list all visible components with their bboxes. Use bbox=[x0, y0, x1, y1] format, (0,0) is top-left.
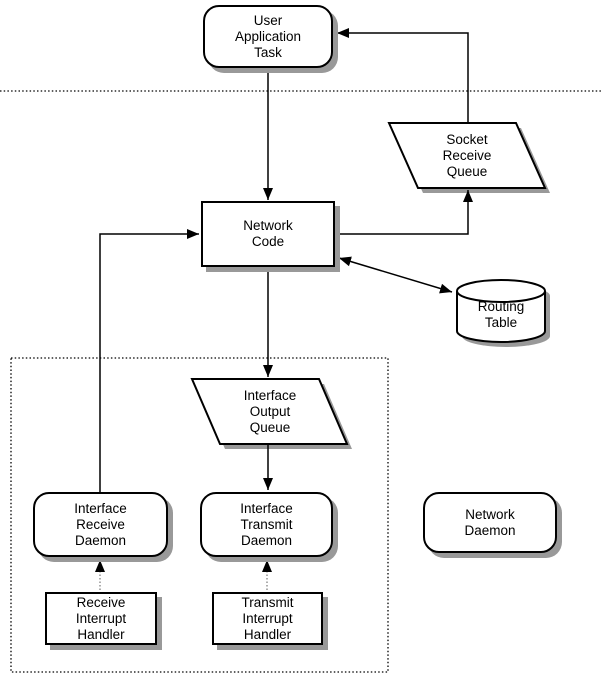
interface-output-queue-shape bbox=[190, 378, 349, 445]
transmit-interrupt-handler-label: Transmit Interrupt Handler bbox=[241, 594, 294, 642]
edge-network-code-routing-table-bidirectional bbox=[338, 256, 453, 294]
receive-interrupt-handler-label: Receive Interrupt Handler bbox=[75, 594, 127, 642]
node-interface-transmit-daemon: Interface Transmit Daemon bbox=[200, 492, 333, 557]
edge-socket-queue-to-user-task bbox=[337, 28, 469, 123]
routing-table-top bbox=[456, 279, 546, 303]
node-user-application-task: User Application Task bbox=[203, 5, 333, 68]
node-network-daemon: Network Daemon bbox=[423, 492, 557, 553]
node-network-code: Network Code bbox=[201, 201, 335, 267]
driver-boundary-box bbox=[10, 357, 389, 673]
routing-table-outline bbox=[456, 291, 546, 343]
network-daemon-label: Network Daemon bbox=[464, 506, 516, 538]
interface-receive-daemon-label: Interface Receive Daemon bbox=[74, 500, 127, 548]
node-transmit-interrupt-handler: Transmit Interrupt Handler bbox=[212, 592, 323, 645]
socket-receive-queue-shape bbox=[387, 122, 547, 189]
edge-network-code-to-socket-queue bbox=[335, 190, 473, 235]
network-code-label: Network Code bbox=[243, 218, 293, 249]
user-application-task-label: User Application Task bbox=[234, 12, 302, 60]
node-interface-receive-daemon: Interface Receive Daemon bbox=[33, 492, 168, 557]
routing-table-body bbox=[457, 291, 545, 342]
edge-receive-daemon-to-network-code bbox=[99, 229, 199, 492]
node-receive-interrupt-handler: Receive Interrupt Handler bbox=[45, 592, 157, 645]
interface-transmit-daemon-label: Interface Transmit Daemon bbox=[240, 500, 293, 548]
